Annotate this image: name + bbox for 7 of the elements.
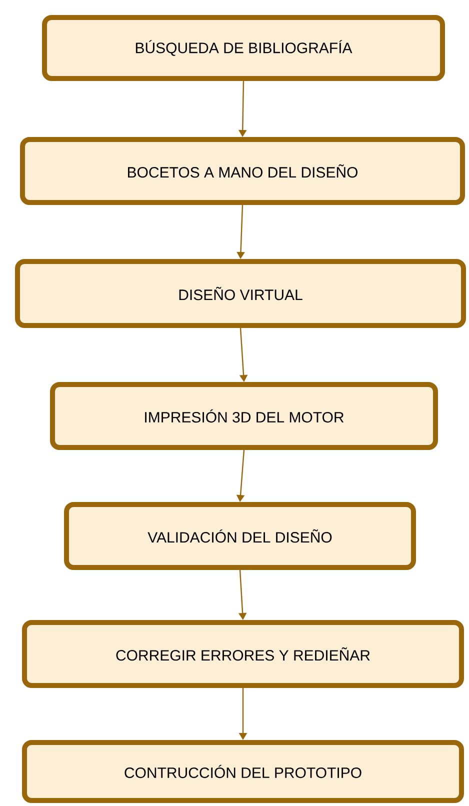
- process-box: BOCETOS A MANO DEL DISEÑO: [20, 137, 465, 205]
- process-box: IMPRESIÓN 3D DEL MOTOR: [50, 382, 438, 450]
- process-box: BÚSQUEDA DE BIBLIOGRAFÍA: [42, 14, 445, 81]
- process-box: CONTRUCCIÓN DEL PROTOTIPO: [22, 740, 464, 803]
- process-box: DISEÑO VIRTUAL: [15, 259, 466, 328]
- process-box: VALIDACIÓN DEL DISEÑO: [64, 502, 416, 570]
- process-box: CORREGIR ERRORES Y REDIEÑAR: [22, 620, 464, 688]
